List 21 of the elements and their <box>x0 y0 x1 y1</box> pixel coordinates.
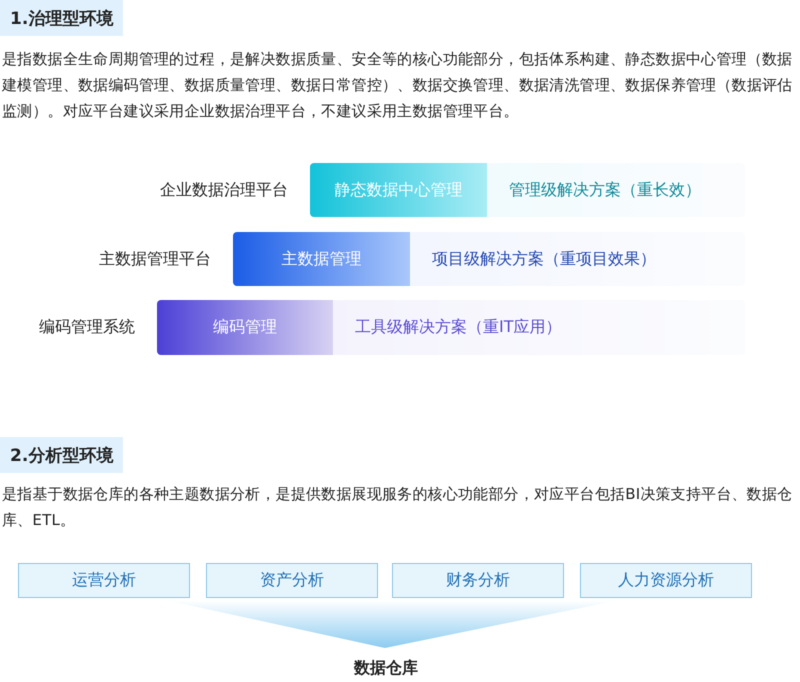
solution-label: 管理级解决方案（重长效） <box>509 178 701 200</box>
analysis-box: 资产分析 <box>206 563 378 598</box>
description-paragraph: 是指基于数据仓库的各种主题数据分析，是提供数据展现服务的核心功能部分，对应平台包括BI决策支持平台、数据仓库、ETL。 <box>2 484 794 531</box>
description-paragraph: 是指数据全生命周期管理的过程，是解决数据质量、安全等的核心功能部分，包括体系构建、静态数据中心管理（数据建模管理、数据编码管理、数据质量管理、数据日常管控）、数据交换管理、数据清洗管理、数据保养管理（数据评估监测）。对应平台建议采用企业数据治理平台，不建议采用主数据管理平台。 <box>2 49 794 122</box>
analysis-box: 人力资源分析 <box>580 563 752 598</box>
solution-bar <box>157 300 745 355</box>
solution-label: 项目级解决方案（重项目效果） <box>432 248 656 270</box>
analysis-box: 财务分析 <box>392 563 564 598</box>
platform-label: 企业数据治理平台 <box>160 179 288 201</box>
platform-label: 主数据管理平台 <box>99 248 211 270</box>
solution-bar <box>233 232 745 286</box>
warehouse-label: 数据仓库 <box>354 658 418 679</box>
platform-label: 编码管理系统 <box>39 316 135 338</box>
analysis-box: 运营分析 <box>18 563 190 598</box>
section-heading: 1.治理型环境 <box>0 0 124 36</box>
module-segment: 静态数据中心管理 <box>310 163 487 217</box>
section-heading: 2.分析型环境 <box>0 437 124 473</box>
module-segment: 编码管理 <box>157 300 333 355</box>
solution-bar <box>310 163 745 217</box>
module-segment: 主数据管理 <box>233 232 410 286</box>
solution-label: 工具级解决方案（重IT应用） <box>355 316 562 338</box>
